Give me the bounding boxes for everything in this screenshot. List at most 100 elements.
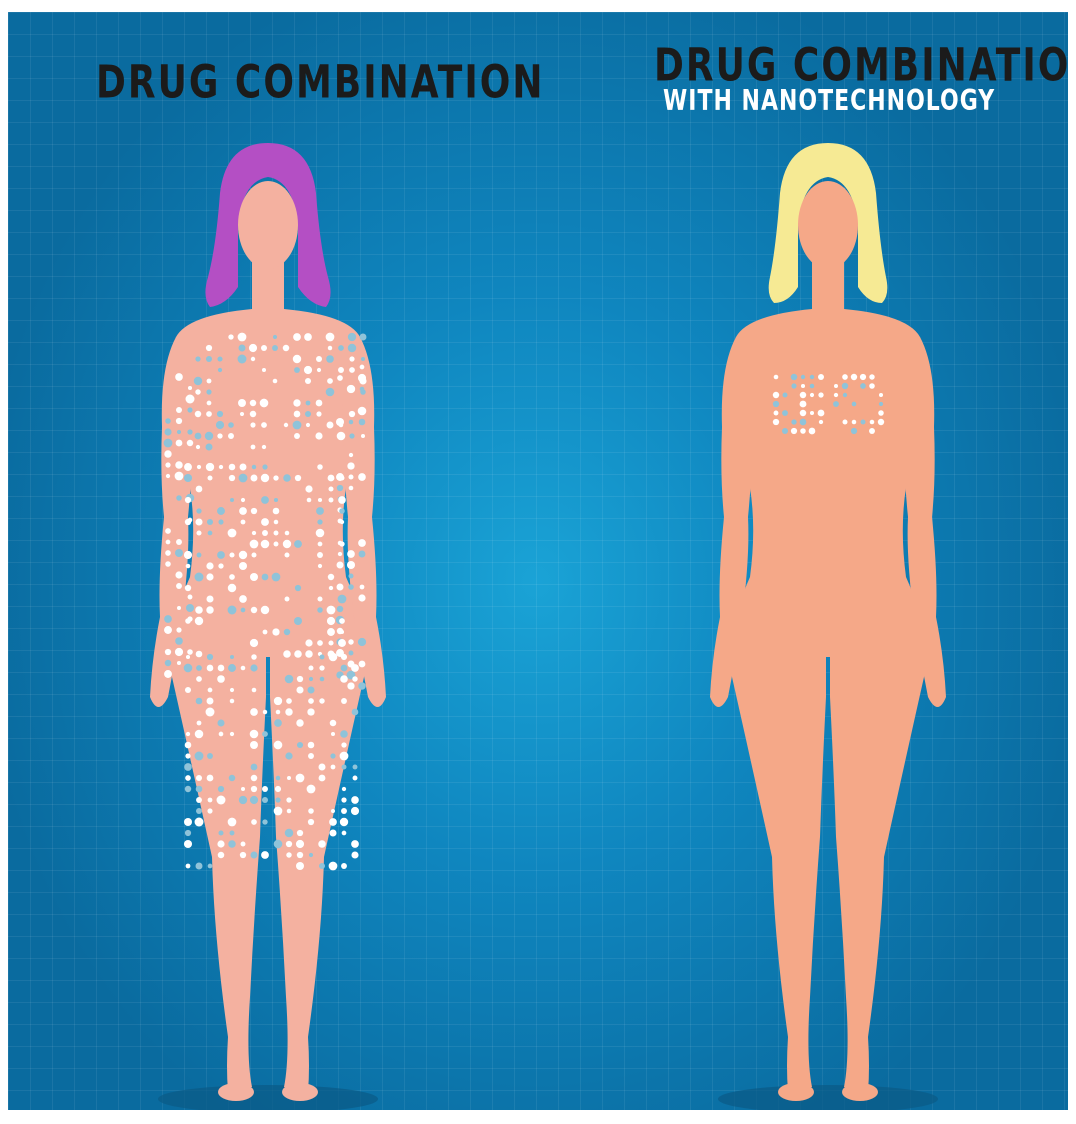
drug-particle-icon [297, 676, 303, 682]
drug-particle-icon [228, 433, 234, 439]
drug-particle-icon [294, 617, 302, 625]
drug-particle-icon [340, 675, 348, 683]
drug-particle-icon [316, 507, 324, 515]
drug-particle-icon [252, 465, 256, 469]
drug-particle-icon [347, 462, 354, 469]
drug-particle-icon [195, 617, 203, 625]
drug-particle-icon [228, 334, 233, 339]
drug-particle-icon [184, 763, 192, 771]
drug-particle-icon [800, 419, 807, 426]
drug-particle-icon [834, 393, 838, 397]
drug-particle-icon [218, 665, 225, 672]
drug-particle-icon [800, 401, 807, 408]
drug-particle-icon [250, 573, 258, 581]
drug-particle-icon [184, 664, 193, 673]
drug-particle-icon [338, 552, 342, 556]
drug-particle-icon [782, 410, 788, 416]
drug-particle-icon [207, 654, 213, 660]
drug-particle-icon [308, 819, 314, 825]
drug-particle-icon [317, 519, 322, 524]
drug-particle-icon [217, 551, 225, 559]
drug-particle-icon [240, 852, 246, 858]
drug-particle-icon [307, 498, 312, 503]
right-body-figure-icon [688, 137, 968, 1110]
drug-particle-icon [230, 655, 234, 659]
drug-particle-icon [262, 797, 268, 803]
drug-particle-icon [262, 445, 266, 449]
drug-particle-icon [263, 630, 268, 635]
drug-particle-icon [818, 374, 824, 380]
drug-particle-icon [316, 411, 321, 416]
drug-particle-icon [294, 411, 301, 418]
drug-particle-icon [287, 809, 291, 813]
right-face-icon [798, 181, 858, 269]
drug-particle-icon [177, 606, 181, 610]
drug-particle-icon [297, 742, 303, 748]
drug-particle-icon [196, 665, 202, 671]
drug-particle-icon [218, 852, 225, 859]
drug-particle-icon [205, 443, 212, 450]
drug-particle-icon [207, 698, 214, 705]
drug-particle-icon [308, 665, 313, 670]
drug-particle-icon [860, 374, 866, 380]
drug-particle-icon [187, 649, 193, 655]
drug-particle-icon [274, 719, 282, 727]
drug-particle-icon [800, 428, 806, 434]
drug-particle-icon [342, 787, 346, 791]
drug-particle-icon [316, 356, 322, 362]
drug-particle-icon [338, 496, 346, 504]
drug-particle-icon [185, 585, 191, 591]
drug-particle-icon [165, 418, 171, 424]
drug-particle-icon [184, 474, 192, 482]
drug-particle-icon [164, 670, 172, 678]
drug-particle-icon [218, 563, 223, 568]
drug-particle-icon [187, 407, 192, 412]
drug-particle-icon [175, 461, 183, 469]
drug-particle-icon [207, 519, 213, 525]
drug-particle-icon [284, 629, 290, 635]
drug-particle-icon [851, 428, 857, 434]
drug-particle-icon [196, 808, 202, 814]
drug-particle-icon [295, 475, 301, 481]
drug-particle-icon [217, 356, 222, 361]
drug-particle-icon [318, 840, 326, 848]
drug-particle-icon [274, 840, 283, 849]
drug-particle-icon [358, 682, 366, 690]
drug-particle-icon [166, 474, 170, 478]
drug-particle-icon [782, 392, 787, 397]
drug-particle-icon [296, 686, 303, 693]
drug-particle-icon [239, 796, 247, 804]
drug-particle-icon [336, 583, 343, 590]
drug-particle-icon [229, 775, 235, 781]
left-panel-title: DRUG COMBINATION [96, 61, 544, 106]
drug-particle-icon [330, 753, 335, 758]
drug-particle-icon [195, 818, 204, 827]
drug-particle-icon [319, 698, 324, 703]
drug-particle-icon [800, 392, 806, 398]
drug-particle-icon [164, 615, 172, 623]
drug-particle-icon [249, 344, 257, 352]
drug-particle-icon [177, 430, 181, 434]
drug-particle-icon [206, 356, 212, 362]
drug-particle-icon [851, 374, 857, 380]
drug-particle-icon [329, 818, 337, 826]
drug-particle-icon [349, 356, 354, 361]
drug-particle-icon [339, 541, 344, 546]
drug-particle-icon [261, 540, 270, 549]
drug-particle-icon [317, 464, 323, 470]
drug-particle-icon [304, 333, 312, 341]
drug-particle-icon [206, 708, 215, 717]
drug-particle-icon [340, 818, 348, 826]
drug-particle-icon [348, 344, 356, 352]
drug-particle-icon [165, 660, 171, 666]
drug-particle-icon [230, 498, 234, 502]
drug-particle-icon [228, 840, 235, 847]
drug-particle-icon [250, 664, 257, 671]
drug-particle-icon [306, 423, 310, 427]
drug-particle-icon [165, 462, 170, 467]
drug-particle-icon [185, 742, 192, 749]
drug-particle-icon [238, 399, 246, 407]
drug-particle-icon [251, 764, 258, 771]
drug-particle-icon [276, 710, 281, 715]
drug-particle-icon [275, 786, 281, 792]
